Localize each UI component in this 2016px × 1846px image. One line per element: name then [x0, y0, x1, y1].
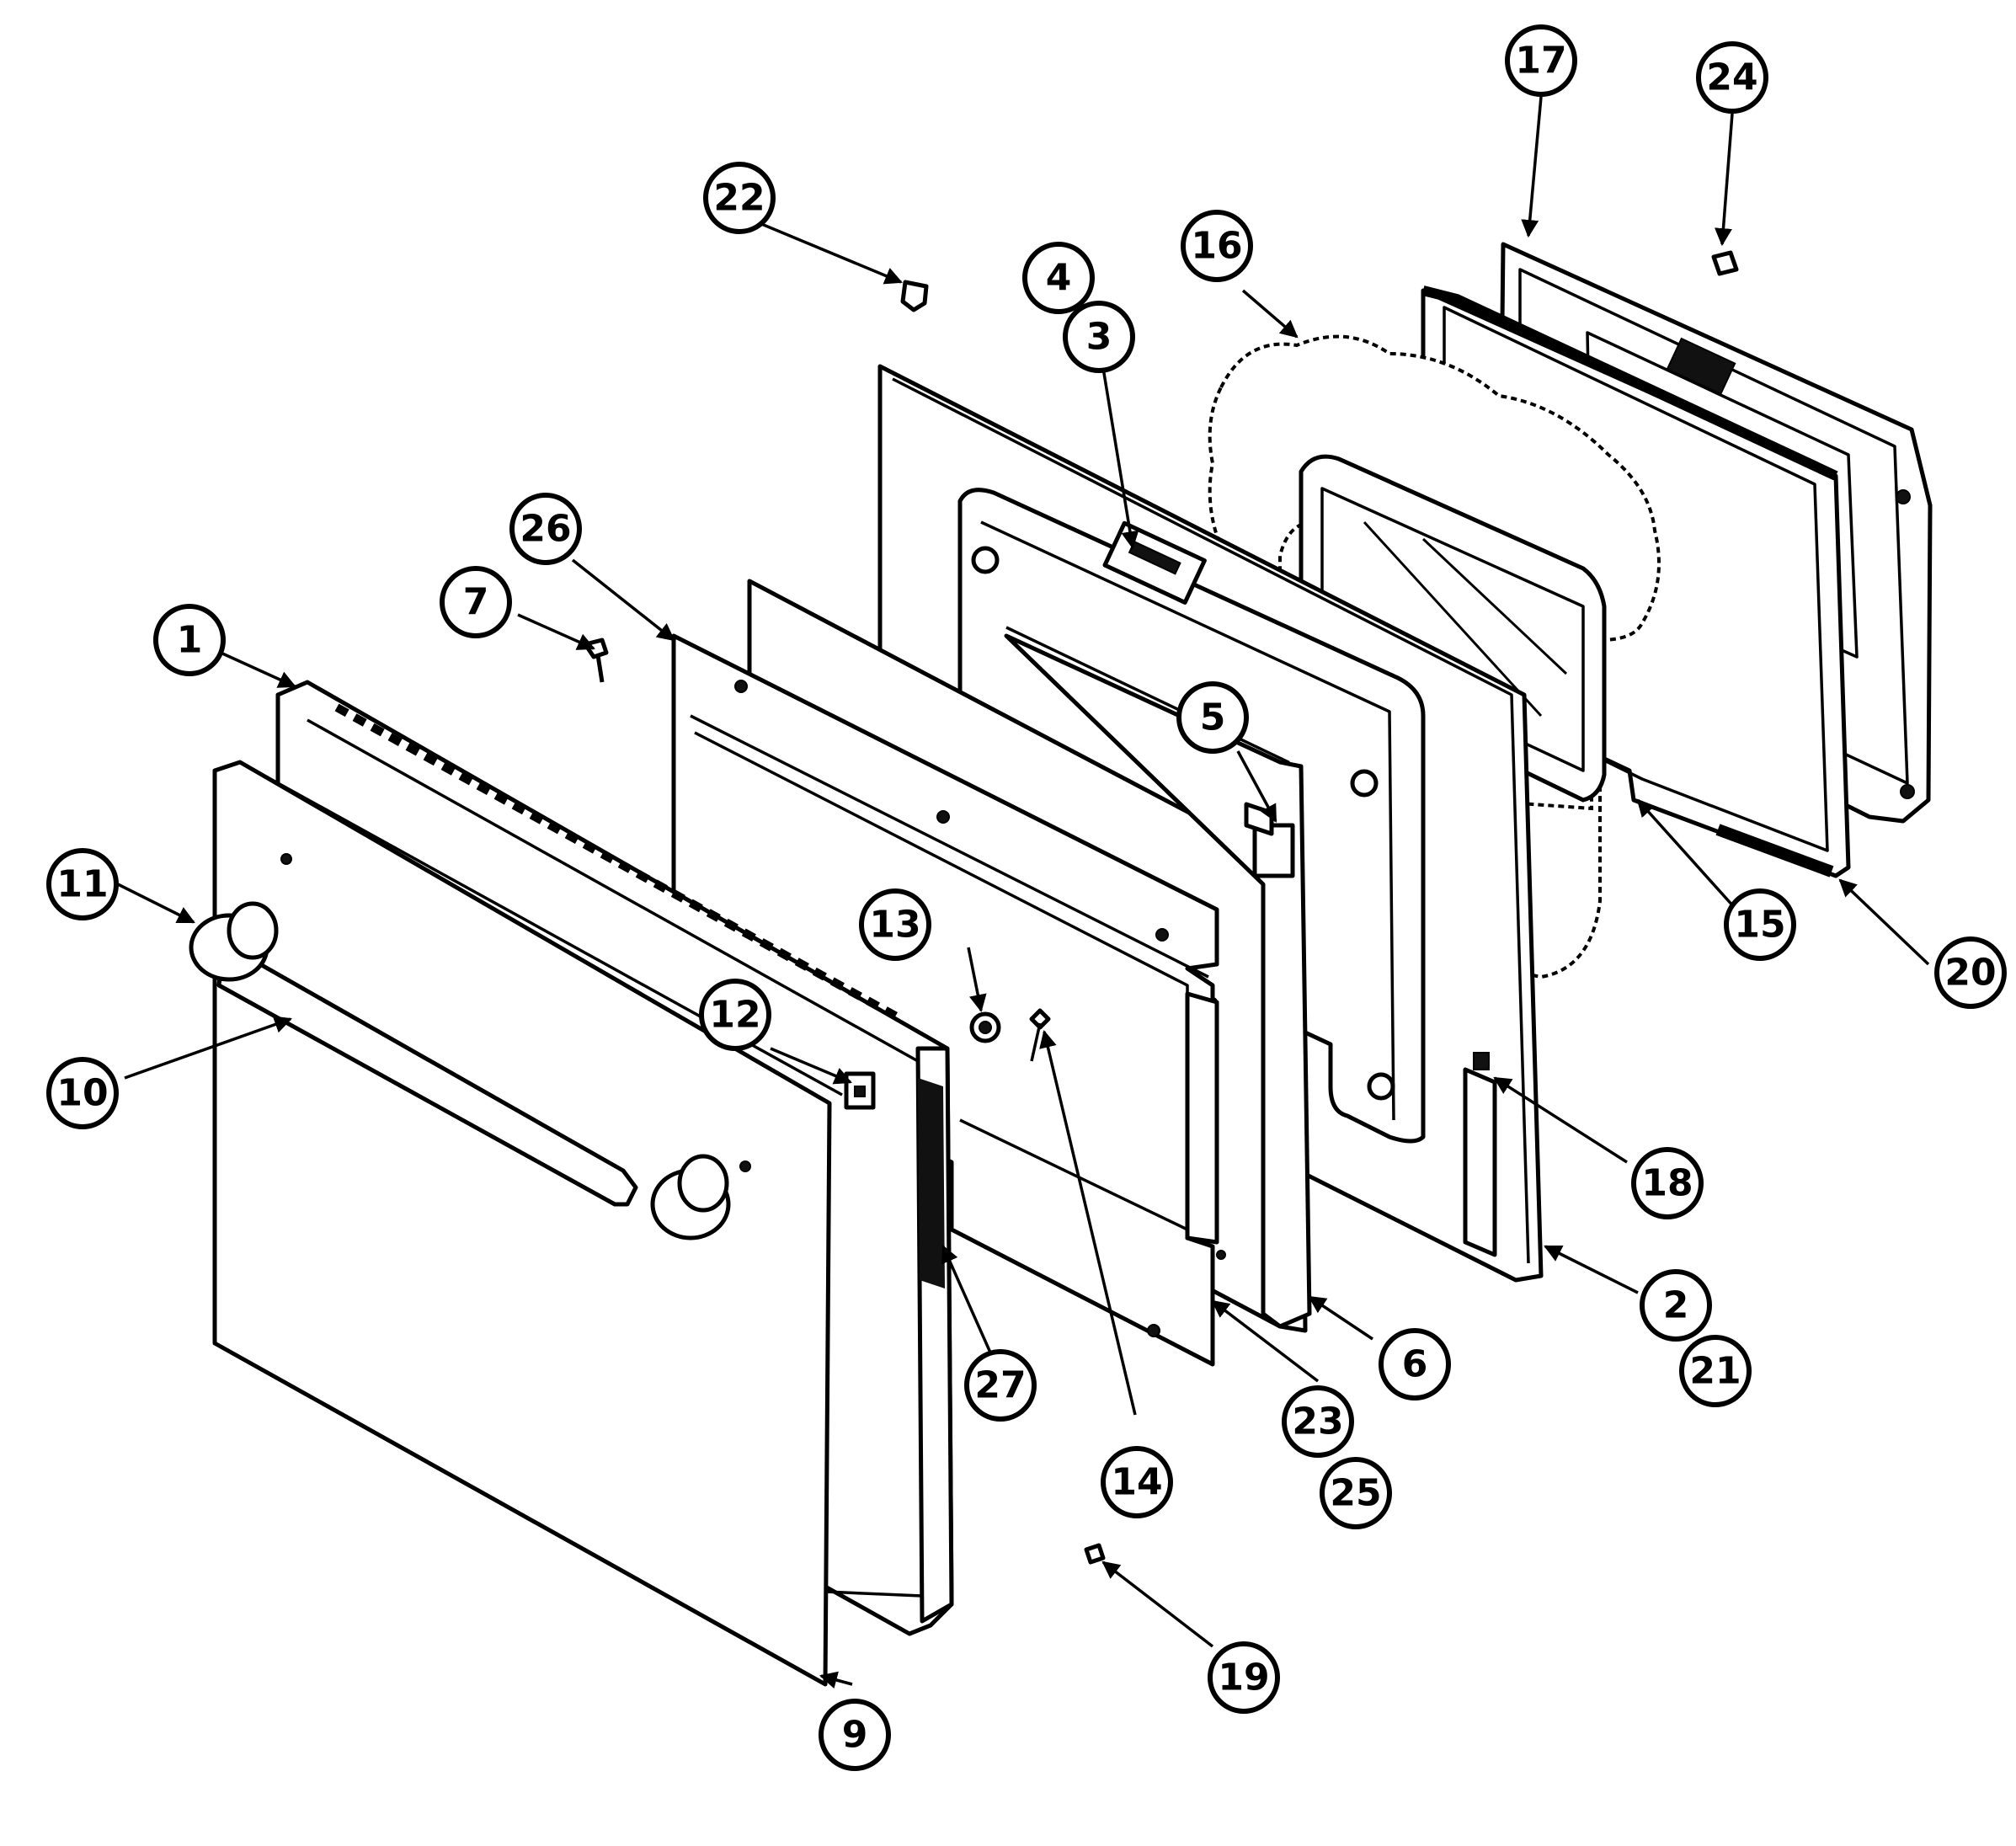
callout-25: 25 [1320, 1457, 1392, 1529]
callout-26: 26 [509, 493, 582, 565]
callout-label: 16 [1191, 225, 1242, 268]
callout-10: 10 [46, 1057, 119, 1129]
callout-4: 4 [1022, 242, 1095, 314]
callout-3: 3 [1063, 301, 1135, 373]
callout-label: 9 [842, 1714, 868, 1757]
callout-label: 1 [177, 619, 203, 662]
callout-23: 23 [1282, 1385, 1354, 1458]
callout-label: 2 [1663, 1284, 1689, 1327]
callout-16: 16 [1181, 210, 1253, 282]
callout-label: 10 [56, 1072, 108, 1115]
callout-label: 22 [713, 177, 765, 220]
callout-13: 13 [859, 888, 931, 961]
callout-2: 2 [1640, 1269, 1712, 1342]
part-window-glass-insulation [1208, 334, 1661, 979]
callout-12: 12 [699, 979, 771, 1051]
callout-label: 27 [974, 1364, 1026, 1407]
callout-5: 5 [1176, 681, 1249, 754]
callout-label: 19 [1218, 1657, 1269, 1699]
callout-label: 25 [1330, 1472, 1381, 1515]
leader-lines [117, 96, 1930, 1689]
callout-label: 5 [1200, 696, 1226, 739]
callout-label: 6 [1402, 1343, 1428, 1386]
callout-20: 20 [1934, 936, 2007, 1009]
callout-label: 26 [520, 508, 571, 551]
callout-label: 12 [709, 994, 760, 1037]
callout-label: 15 [1734, 904, 1785, 947]
callout-9: 9 [819, 1699, 891, 1771]
callout-label: 13 [869, 904, 920, 947]
callout-21: 21 [1679, 1335, 1752, 1407]
callout-label: 17 [1515, 40, 1566, 83]
callout-24: 24 [1696, 41, 1768, 114]
callout-label: 4 [1046, 257, 1072, 300]
callout-27: 27 [964, 1349, 1037, 1422]
callout-18: 18 [1631, 1147, 1704, 1219]
callout-label: 20 [1944, 952, 1996, 995]
callout-15: 15 [1724, 888, 1796, 961]
callout-label: 18 [1641, 1162, 1693, 1205]
callout-14: 14 [1101, 1446, 1173, 1518]
callout-label: 7 [463, 581, 489, 624]
callout-label: 24 [1706, 56, 1757, 99]
callout-1: 1 [153, 604, 226, 676]
callout-label: 21 [1689, 1350, 1741, 1393]
callout-label: 23 [1292, 1401, 1343, 1443]
callout-19: 19 [1208, 1641, 1280, 1714]
callout-label: 3 [1086, 316, 1112, 359]
callout-7: 7 [440, 566, 512, 638]
callout-label: 14 [1111, 1461, 1162, 1504]
part-door-handle [189, 901, 731, 1240]
callout-label: 11 [56, 863, 108, 906]
callout-22: 22 [703, 162, 776, 234]
callout-17: 17 [1505, 24, 1577, 97]
vent-slots [334, 703, 904, 1023]
callout-6: 6 [1379, 1328, 1451, 1401]
callout-11: 11 [46, 848, 119, 920]
